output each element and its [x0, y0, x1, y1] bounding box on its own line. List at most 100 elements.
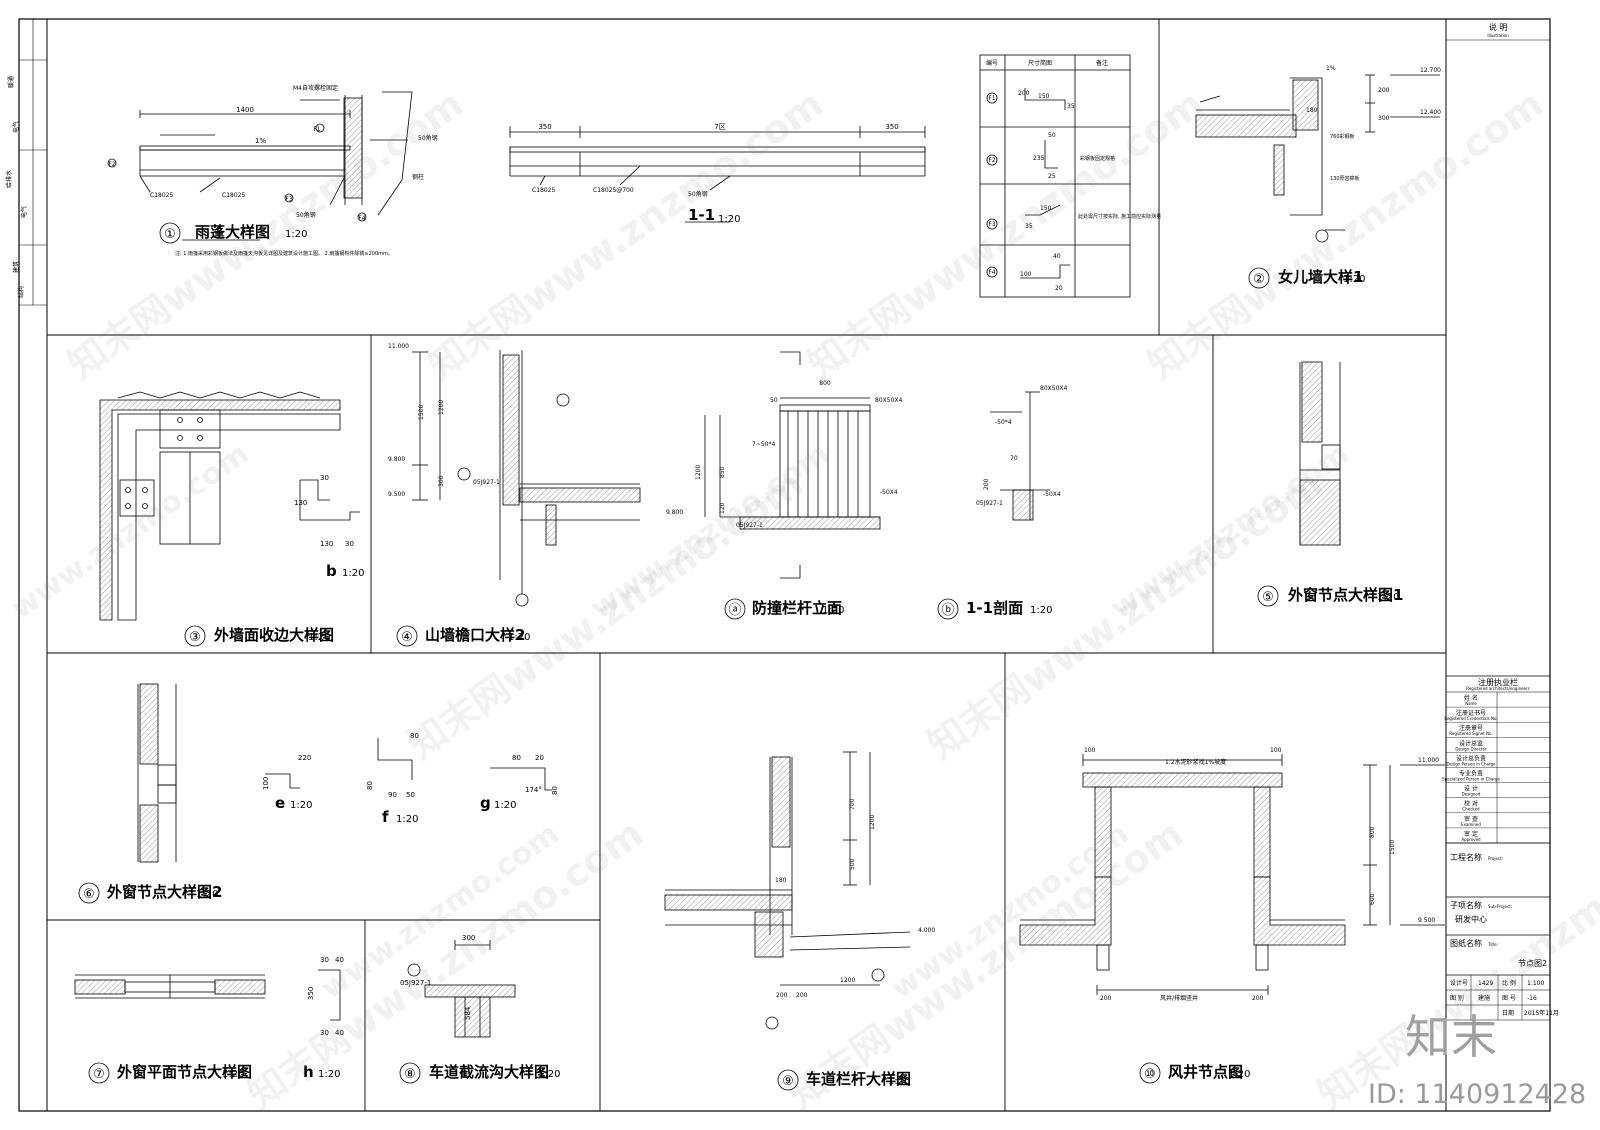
detail-8-title: 车道截流沟大样图 — [429, 1063, 549, 1081]
title-block-row-label-en: Approved — [1461, 837, 1481, 842]
detail-wall-edge — [99, 391, 360, 647]
section-dim-70: 70 — [1010, 455, 1018, 462]
sec-e-dim-220: 220 — [298, 754, 311, 762]
ramp-dim-200-a: 200 — [776, 992, 788, 999]
bsec-dim-130-h: 130 — [320, 540, 333, 548]
detail-10-title: 风井节点图 — [1168, 1063, 1243, 1081]
detail-canopy — [107, 91, 413, 244]
detail-5-title: 外窗节点大样图1 — [1287, 586, 1403, 604]
side-label-structure: 结构 — [17, 286, 25, 298]
section-e-scale: 1:20 — [290, 800, 312, 811]
canopy-dim-1400: 1400 — [236, 106, 254, 114]
shaft-dim-600: 600 — [1369, 893, 1376, 905]
sec-g-dim-80-v: 80 — [551, 786, 559, 795]
detail-parapet — [1195, 74, 1440, 289]
title-block-row-label: 注册证书号 — [1456, 709, 1486, 717]
detail-6-title: 外窗节点大样图2 — [106, 883, 222, 901]
detail-8-scale: 1:20 — [538, 1069, 560, 1080]
table-f4-dim-20: 20 — [1055, 285, 1063, 292]
project-name-label: 工程名称 — [1450, 852, 1482, 862]
canopy-note-bolt: M4自攻螺栓固定 — [293, 84, 338, 92]
railing-bars: 7~50*4 — [752, 441, 775, 448]
canopy-tag-f4: F4 — [358, 215, 365, 222]
detail-7-scale: 1:20 — [222, 1069, 244, 1080]
railing-plate: -50X4 — [880, 489, 898, 496]
title-block-row-label-en: Registered Credentials No. — [1444, 716, 1497, 721]
bsec-dim-30-top: 30 — [320, 474, 329, 482]
table-f1-dim-200: 200 — [1018, 90, 1030, 97]
sec-g-dim-80: 80 — [512, 754, 521, 762]
section-g-label: g — [480, 794, 491, 812]
railing-dim-800: 800 — [819, 380, 831, 387]
canopy-label-angle: 50角钢 — [418, 134, 438, 142]
shaft-slope-note: 1:2水泥砂浆找1%坡度 — [1165, 758, 1226, 766]
ratio-label: 比 例 — [1502, 979, 1516, 987]
sec-h-dim-40-b: 40 — [335, 1029, 344, 1037]
detail-10-number: ⑩ — [1144, 1067, 1156, 1082]
section-h-scale: 1:20 — [318, 1069, 340, 1080]
shaft-elev-9500: 9.500 — [1418, 917, 1435, 924]
side-label-architecture: 建筑 — [12, 261, 20, 273]
railing-dim-1200: 1200 — [695, 465, 702, 480]
number-value: -16 — [1527, 995, 1537, 1002]
table-f2-dim-50: 50 — [1048, 132, 1056, 139]
parapet-elev-roof: 12.400 — [1420, 109, 1441, 116]
section-dim-350-1: 350 — [538, 123, 551, 131]
detail-b-scale: 1:20 — [1030, 605, 1052, 616]
project-name-label-en: Project: — [1488, 856, 1503, 861]
parapet-label-panel: 760彩钢板 — [1330, 133, 1355, 140]
railing-ref: 05J927-1 — [736, 522, 763, 529]
detail-railing-section — [937, 391, 1050, 620]
detail-2-number: ② — [1253, 272, 1265, 287]
detail-2-scale: 1:20 — [1343, 274, 1365, 285]
sec-f-dim-80-top: 80 — [410, 732, 419, 740]
drain-dim-300: 300 — [462, 934, 475, 942]
illustration-header-en: Illustration — [1487, 33, 1509, 38]
drawing-title-label: 图纸名称 — [1450, 938, 1482, 948]
detail-window-1 — [1257, 361, 1341, 607]
canopy-tag-f1: F1 — [313, 126, 320, 133]
section-b-scale: 1:20 — [342, 568, 364, 579]
detail-9-scale: 1:20 — [888, 1076, 910, 1087]
sec-e-dim-100: 100 — [262, 777, 270, 790]
title-block-row-label-en: Design Director — [1455, 746, 1487, 751]
detail-7-number: ⑦ — [93, 1067, 105, 1082]
title-block: 说 明 Illustration 注册执业栏 Registered archit… — [1442, 19, 1559, 1111]
table-row-f3-id: F3 — [988, 221, 995, 228]
section-dim-span: 7区 — [714, 123, 725, 131]
title-block-row-label-en: Examined — [1461, 822, 1481, 827]
table-f4-dim-40: 40 — [1053, 253, 1061, 260]
eave-dim-300: 300 — [438, 475, 445, 487]
ratio-value: 1:100 — [1527, 980, 1544, 987]
sec-f-dim-90: 90 — [388, 791, 397, 799]
design-no-value: 1429 — [1478, 980, 1493, 987]
table-header-note: 备注 — [1096, 59, 1108, 67]
table-row-f2-id: F2 — [988, 157, 995, 164]
title-block-row-label-en: Specialized Person in Charge — [1442, 777, 1500, 782]
section-f-label: f — [382, 808, 389, 826]
detail-a-scale: 1:20 — [822, 605, 844, 616]
parapet-elev-top: 12.700 — [1420, 67, 1441, 74]
section-g-scale: 1:20 — [494, 800, 516, 811]
title-block-row-label: 注册章号 — [1459, 724, 1483, 732]
watermark-8: 知末网www.znzmo.com — [400, 461, 811, 767]
canopy-slope: 1% — [255, 137, 266, 145]
ramp-dim-1200: 1200 — [869, 815, 876, 830]
eave-ref: 05J927-1 — [473, 479, 500, 486]
side-label-plumbing: 给排水 — [5, 170, 13, 188]
title-block-row-label-en: Checked — [1462, 807, 1480, 812]
eave-elev-11000: 11.000 — [388, 343, 409, 350]
detail-10-scale: 1:20 — [1228, 1069, 1250, 1080]
detail-3-title: 外墙面收边大样图 — [213, 626, 334, 644]
detail-ramp-railing — [664, 751, 911, 1091]
shaft-dim-100-a: 100 — [1084, 747, 1096, 754]
title-block-row-label: 校 对 — [1464, 800, 1478, 808]
table-f3-note: 此处需尺寸按实际, 施工前应实际测量 — [1078, 213, 1161, 220]
panel-grid — [47, 19, 1446, 1111]
title-block-row-label: 审 定 — [1464, 830, 1478, 838]
detail-9-number: ⑨ — [782, 1074, 794, 1089]
sec-g-dim-20: 20 — [535, 754, 544, 762]
title-block-row-label-en: Registered Signet No. — [1449, 731, 1492, 736]
title-block-row-label: 专业负责 — [1459, 770, 1483, 778]
shaft-dim-1500: 1500 — [1389, 840, 1396, 855]
